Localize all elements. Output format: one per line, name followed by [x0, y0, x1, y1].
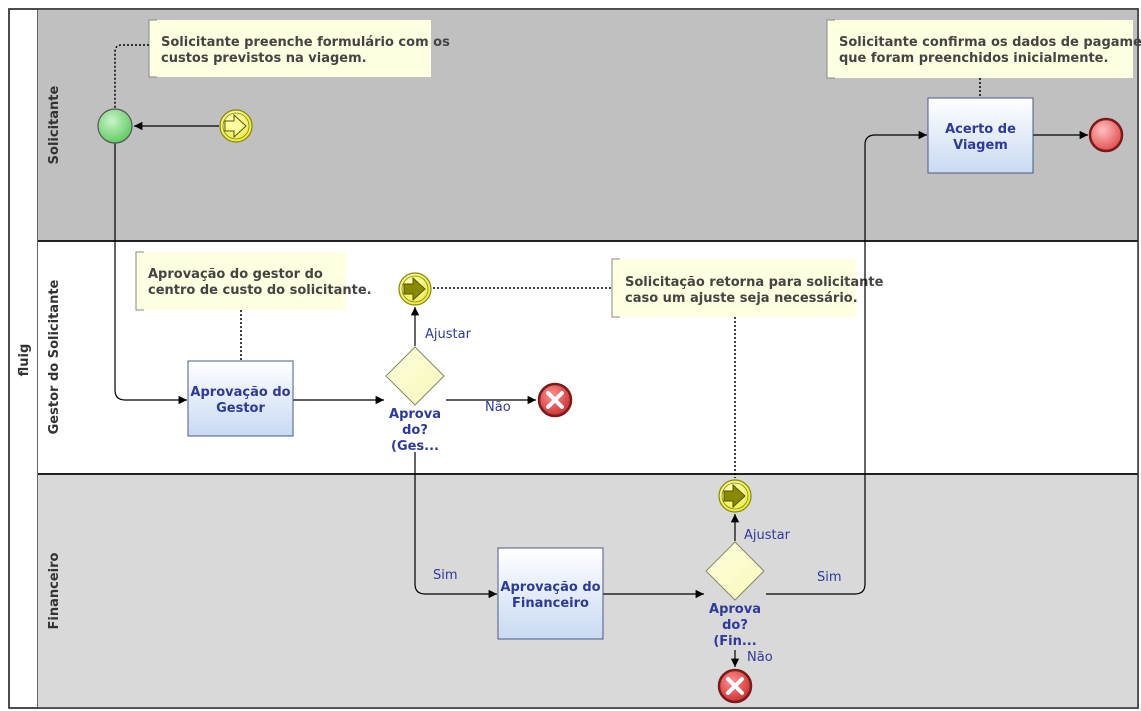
annotation-form-line2: custos previstos na viagem.	[161, 51, 367, 66]
gateway-label: Aprova	[709, 602, 761, 617]
flow-label-sim: Sim	[817, 570, 842, 585]
start-event[interactable]	[97, 108, 133, 144]
svg-text:custos previstos na viagem.: custos previstos na viagem.	[161, 51, 367, 66]
gateway-label: Aprova	[389, 407, 441, 422]
flow-label-ajustar: Ajustar	[744, 528, 791, 543]
svg-text:Aprovação do: Aprovação do	[190, 385, 290, 400]
svg-text:do?: do?	[722, 618, 748, 633]
annotation-gestor[interactable]: Aprovação do gestor do centro de custo d…	[135, 251, 372, 311]
flow-label-nao: Não	[485, 400, 511, 415]
arrow-right-icon	[224, 113, 247, 139]
lane-label-financeiro: Financeiro	[47, 552, 62, 629]
close-icon	[546, 391, 564, 409]
task-label: Gestor	[216, 401, 265, 416]
svg-text:Aprova: Aprova	[389, 407, 441, 422]
error-end-event-gestor[interactable]	[537, 382, 573, 418]
annotation-ajuste[interactable]: Solicitação retorna para solicitante cas…	[611, 258, 884, 318]
task-label: Viagem	[953, 138, 1008, 153]
svg-text:Aprovação do gestor do: Aprovação do gestor do	[148, 267, 323, 282]
svg-text:Financeiro: Financeiro	[512, 596, 589, 611]
error-end-event-financeiro[interactable]	[717, 668, 753, 704]
gateway-label: (Fin...	[713, 634, 756, 649]
task-acerto-viagem[interactable]: Acerto de Viagem	[927, 97, 1034, 174]
svg-text:(Fin...: (Fin...	[713, 634, 756, 649]
annotation-form-line1: Solicitante preenche formulário com os	[161, 35, 450, 50]
flow-label-nao: Não	[747, 650, 773, 665]
svg-text:que foram preenchidos inicialm: que foram preenchidos inicialmente.	[839, 51, 1108, 66]
svg-text:Viagem: Viagem	[953, 138, 1008, 153]
svg-text:do?: do?	[402, 423, 428, 438]
gateway-label: do?	[402, 423, 428, 438]
annotation-payment-line2: que foram preenchidos inicialmente.	[839, 51, 1108, 66]
svg-text:Gestor: Gestor	[216, 401, 265, 416]
pool-label: fluig	[17, 344, 32, 377]
association-line	[114, 44, 149, 110]
svg-text:Solicitante confirma os dados: Solicitante confirma os dados de pagamen…	[839, 35, 1141, 50]
gateway-label: (Ges...	[391, 439, 439, 454]
annotation-payment[interactable]: Solicitante confirma os dados de pagamen…	[826, 19, 1141, 79]
svg-text:(Ges...: (Ges...	[391, 439, 439, 454]
svg-text:Aprova: Aprova	[709, 602, 761, 617]
close-icon	[726, 677, 744, 695]
lane-label-gestor: Gestor do Solicitante	[47, 279, 62, 434]
task-label: Aprovação do	[500, 580, 600, 595]
flow-label-ajustar: Ajustar	[425, 327, 472, 342]
annotation-ajuste-line2: caso um ajuste seja necessário.	[625, 291, 858, 306]
task-aprovacao-financeiro[interactable]: Aprovação do Financeiro	[497, 547, 604, 640]
annotation-gestor-line2: centro de custo do solicitante.	[148, 283, 372, 298]
svg-text:Aprovação do: Aprovação do	[500, 580, 600, 595]
sequence-flows	[114, 121, 1088, 667]
gateway-financeiro[interactable]: Aprova do? (Fin...	[705, 541, 765, 649]
svg-text:Solicitante preenche formulári: Solicitante preenche formulário com os	[161, 35, 450, 50]
task-label: Aprovação do	[190, 385, 290, 400]
intermediate-event-financeiro[interactable]	[718, 479, 752, 513]
intermediate-event-gestor[interactable]	[398, 272, 432, 306]
intermediate-event-solicitante[interactable]	[219, 109, 253, 143]
task-aprovacao-gestor[interactable]: Aprovação do Gestor	[187, 360, 294, 437]
flow-label-sim: Sim	[433, 568, 458, 583]
svg-text:caso um ajuste seja necessário: caso um ajuste seja necessário.	[625, 291, 858, 306]
svg-text:Solicitação retorna para solic: Solicitação retorna para solicitante	[625, 275, 884, 290]
svg-text:Acerto de: Acerto de	[945, 122, 1016, 137]
task-label: Financeiro	[512, 596, 589, 611]
annotation-payment-line1: Solicitante confirma os dados de pagamen…	[839, 35, 1141, 50]
gateway-gestor[interactable]: Aprova do? (Ges...	[385, 346, 445, 454]
end-event[interactable]	[1088, 117, 1124, 153]
task-label: Acerto de	[945, 122, 1016, 137]
arrow-right-icon	[403, 276, 426, 302]
gateway-label: do?	[722, 618, 748, 633]
annotation-form[interactable]: Solicitante preenche formulário com os c…	[148, 19, 450, 78]
svg-text:centro de custo do solicitante: centro de custo do solicitante.	[148, 283, 372, 298]
lane-label-solicitante: Solicitante	[47, 86, 62, 165]
annotation-gestor-line1: Aprovação do gestor do	[148, 267, 323, 282]
arrow-right-icon	[723, 483, 746, 509]
annotation-ajuste-line1: Solicitação retorna para solicitante	[625, 275, 884, 290]
